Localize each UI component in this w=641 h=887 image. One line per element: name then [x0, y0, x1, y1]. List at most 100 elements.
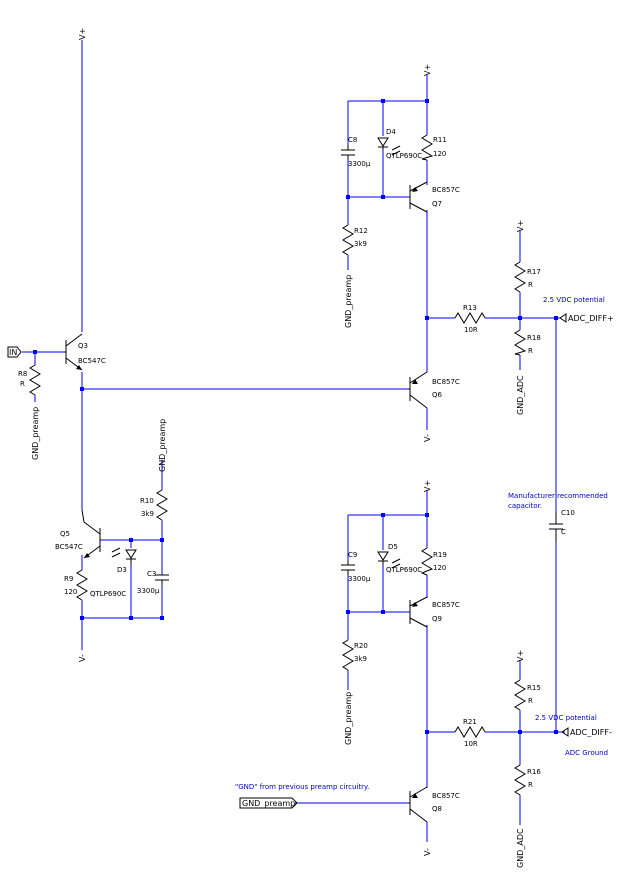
transistor-q8: BC857C Q8 — [408, 786, 460, 823]
q9-value: BC857C — [432, 601, 460, 609]
q7-value: BC857C — [432, 186, 460, 194]
adc-pos-port: ADC_DIFF+ — [559, 313, 614, 323]
q3-value: BC547C — [78, 357, 106, 365]
r10-ref: R10 — [140, 497, 154, 505]
r11-value: 120 — [433, 150, 446, 158]
r9-value: 120 — [64, 588, 77, 596]
vpos-label-q3: V+ — [78, 28, 87, 40]
q8-ref: Q8 — [432, 805, 442, 813]
resistor-r10: R10 3k9 — [140, 489, 168, 521]
c9-value: 3300µ — [348, 575, 371, 583]
c10-ref: C10 — [561, 509, 575, 517]
r18-value: R — [528, 347, 533, 355]
gnd-preamp-label-r20: GND_preamp — [344, 692, 353, 745]
vneg-label-q5: V- — [78, 654, 87, 662]
adc-neg-label: ADC_DIFF- — [570, 728, 612, 737]
vpos-label-r15: V+ — [516, 650, 525, 662]
r9-ref: R9 — [64, 575, 73, 583]
resistor-r12: R12 3k9 — [342, 224, 368, 256]
r21-ref: R21 — [463, 718, 477, 726]
transistor-q6: BC857C Q6 — [408, 371, 460, 409]
gnd-adc-label-top: GND_ADC — [516, 375, 525, 415]
r8-value: R — [20, 380, 25, 388]
r17-value: R — [528, 281, 533, 289]
resistor-r19: R19 120 — [420, 547, 447, 576]
vneg-label-q6: V- — [423, 434, 432, 442]
in-port: IN — [7, 346, 22, 358]
r12-ref: R12 — [354, 227, 368, 235]
d5-value: QTLP690C — [386, 566, 422, 574]
q7-ref: Q7 — [432, 200, 442, 208]
capacitor-c3: C3 3300µ — [137, 570, 169, 595]
resistor-r9: R9 120 — [64, 569, 88, 601]
transistor-q7: BC857C Q7 — [409, 181, 460, 213]
vpos-label-bottom: V+ — [423, 480, 432, 492]
manufacturer-note-line1: Manufacturer recommended — [508, 492, 608, 500]
r16-ref: R16 — [527, 768, 541, 776]
adc-neg-port: ADC_DIFF- — [561, 727, 612, 737]
junctions — [33, 99, 558, 734]
q6-value: BC857C — [432, 378, 460, 386]
r16-value: R — [528, 781, 533, 789]
diode-d3: D3 QTLP690C — [90, 547, 137, 598]
r12-value: 3k9 — [354, 240, 367, 248]
transistor-q5: Q5 BC547C — [55, 509, 101, 559]
resistor-r8: R8 R — [18, 364, 41, 396]
resistor-r16: R16 R — [514, 764, 541, 796]
q3-ref: Q3 — [78, 342, 88, 350]
diode-d5: D5 QTLP690C — [377, 543, 422, 574]
c10-value: C — [561, 528, 566, 536]
q5-ref: Q5 — [60, 530, 70, 538]
c8-ref: C8 — [348, 136, 357, 144]
resistor-r15: R15 R — [514, 679, 541, 711]
gnd-preamp-port-label: GND_preamp — [242, 799, 295, 808]
vdc-annotation-bottom: 2.5 VDC potential — [535, 714, 597, 722]
c8-value: 3300µ — [348, 160, 371, 168]
r17-ref: R17 — [527, 268, 541, 276]
q5-value: BC547C — [55, 543, 83, 551]
gnd-adc-label-bottom: GND_ADC — [516, 828, 525, 868]
r21-value: 10R — [464, 740, 478, 748]
resistor-r21: R21 10R — [454, 718, 486, 748]
capacitor-c9: C9 3300µ — [341, 551, 371, 583]
gnd-preamp-label-r10: GND_preamp — [158, 419, 167, 472]
r15-value: R — [528, 697, 533, 705]
resistor-r13: R13 10R — [454, 304, 486, 334]
q8-value: BC857C — [432, 792, 460, 800]
adc-pos-label: ADC_DIFF+ — [568, 314, 614, 323]
gnd-origin-note: "GND" from previous preamp circuitry. — [235, 783, 369, 791]
d3-value: QTLP690C — [90, 590, 126, 598]
r15-ref: R15 — [527, 684, 541, 692]
d3-ref: D3 — [117, 566, 127, 574]
transistor-q3: Q3 BC547C — [64, 333, 106, 371]
transistor-q9: BC857C Q9 — [409, 596, 460, 628]
wires — [22, 40, 565, 842]
q9-ref: Q9 — [432, 615, 442, 623]
resistor-r17: R17 R — [514, 261, 541, 293]
manufacturer-note-line2: capacitor. — [508, 502, 542, 510]
r19-value: 120 — [433, 564, 446, 572]
c9-ref: C9 — [348, 551, 357, 559]
d5-ref: D5 — [388, 543, 398, 551]
gnd-preamp-label-r8: GND_preamp — [31, 407, 40, 460]
d4-ref: D4 — [386, 128, 396, 136]
d4-value: QTLP690C — [386, 152, 422, 160]
resistor-r18: R18 R — [514, 329, 541, 356]
diode-d4: D4 QTLP690C — [377, 128, 422, 160]
vdc-annotation-top: 2.5 VDC potential — [543, 296, 605, 304]
capacitor-c8: C8 3300µ — [341, 136, 371, 168]
vpos-label-top: V+ — [423, 64, 432, 76]
r20-value: 3k9 — [354, 655, 367, 663]
c3-value: 3300µ — [137, 587, 160, 595]
gnd-preamp-label-r12: GND_preamp — [344, 275, 353, 328]
r8-ref: R8 — [18, 370, 27, 378]
q6-ref: Q6 — [432, 391, 443, 399]
capacitor-c10: C10 C — [549, 509, 575, 542]
vpos-label-r17: V+ — [516, 220, 525, 232]
r11-ref: R11 — [433, 136, 447, 144]
r20-ref: R20 — [354, 642, 368, 650]
resistor-r11: R11 120 — [421, 134, 447, 161]
r19-ref: R19 — [433, 551, 447, 559]
r10-value: 3k9 — [141, 510, 154, 518]
